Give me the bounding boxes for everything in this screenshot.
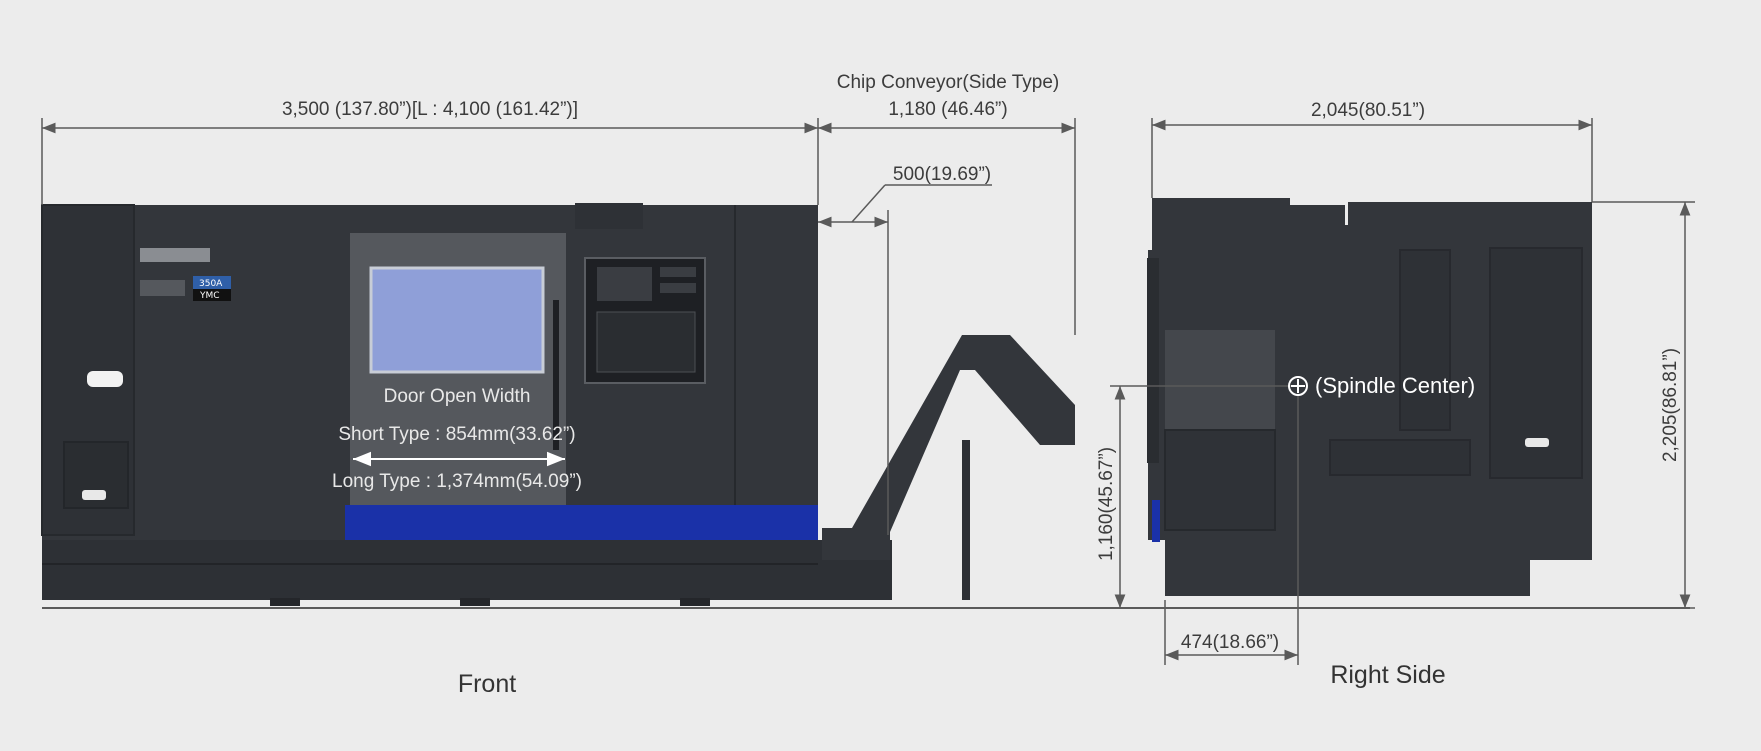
model-badge xyxy=(193,276,231,289)
foot xyxy=(460,598,490,606)
side-machine xyxy=(1147,198,1592,596)
conveyor-offset-dimension: 500(19.69”) xyxy=(893,164,991,185)
spindle-height-dimension: 1,160(45.67”) xyxy=(1096,447,1117,561)
front-view-label: Front xyxy=(458,670,516,698)
dimension-lines xyxy=(41,118,1695,665)
spindle-offset-dimension: 474(18.66”) xyxy=(1181,632,1279,653)
left-lamp xyxy=(87,371,123,387)
side-control-box xyxy=(1329,439,1471,476)
spindle-center-marker xyxy=(1288,376,1308,396)
short-type-label: Short Type : 854mm(33.62”) xyxy=(338,424,575,445)
side-window xyxy=(1165,330,1275,430)
side-blue-stripe xyxy=(1152,500,1160,542)
chip-conveyor-label: Chip Conveyor(Side Type) xyxy=(837,72,1059,93)
control-key-row xyxy=(660,267,696,277)
chip-conveyor xyxy=(822,335,1075,560)
side-front-edge xyxy=(1147,258,1159,463)
control-screen xyxy=(597,267,652,301)
side-lower-panel xyxy=(1164,429,1276,531)
side-handle xyxy=(1525,438,1549,447)
side-mid-panel xyxy=(1399,249,1451,431)
long-type-label: Long Type : 1,374mm(54.09”) xyxy=(332,471,582,492)
height-dimension: 2,205(86.81”) xyxy=(1660,348,1681,462)
spindle-center-label: (Spindle Center) xyxy=(1315,373,1475,398)
front-machine: 350A YMC xyxy=(41,203,1075,606)
logo-plate-2 xyxy=(140,280,185,296)
door-handle xyxy=(553,300,559,450)
brand-badge-text: YMC xyxy=(199,291,220,301)
brand-badge xyxy=(193,289,231,301)
conveyor-leg xyxy=(962,440,970,600)
logo-plate xyxy=(140,248,210,262)
left-handle xyxy=(82,490,106,500)
door-window xyxy=(369,266,545,374)
control-keypad xyxy=(596,311,696,373)
front-base xyxy=(42,540,892,600)
conveyor-width-dimension: 1,180 (46.46”) xyxy=(888,99,1007,120)
front-width-dimension: 3,500 (137.80”)[L : 4,100 (161.42”)] xyxy=(282,99,578,120)
side-depth-dimension: 2,045(80.51”) xyxy=(1311,100,1425,121)
base-seam xyxy=(42,563,818,565)
foot xyxy=(680,598,710,606)
right-side-view-label: Right Side xyxy=(1330,661,1445,689)
foot xyxy=(270,598,300,606)
panel-top xyxy=(575,203,643,229)
control-key-row-2 xyxy=(660,283,696,293)
model-badge-text: 350A xyxy=(199,279,223,289)
door-open-width-label: Door Open Width xyxy=(384,386,531,407)
